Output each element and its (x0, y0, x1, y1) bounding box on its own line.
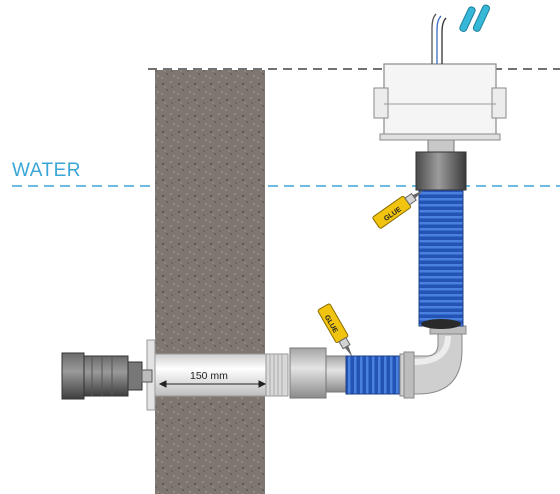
pump-outlet-fitting (415, 139, 467, 191)
horizontal-hose (345, 355, 401, 395)
concrete-wall (155, 70, 265, 494)
vertical-hose (418, 187, 464, 327)
glue-tube-icon: GLUE (372, 189, 424, 229)
coupling-fitting (289, 347, 347, 399)
hose-end (421, 319, 461, 329)
elbow-fitting (403, 325, 467, 399)
left-outlet-fitting (61, 352, 153, 400)
junction-box (373, 63, 507, 141)
cable-wires (431, 13, 447, 64)
dimension-arrow (158, 380, 267, 388)
dimension-label: 150 mm (190, 370, 228, 382)
wire-connector-icon (459, 4, 491, 32)
water-label: WATER (12, 160, 81, 181)
pipe-thread (265, 353, 289, 397)
